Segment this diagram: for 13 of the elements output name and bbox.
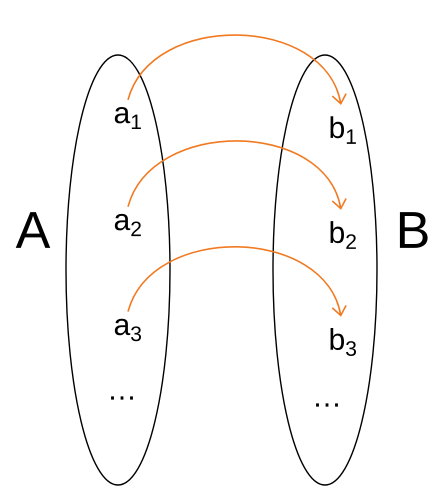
arrow bbox=[127, 246, 347, 317]
element-label: b$_{3}$ bbox=[330, 328, 356, 356]
element-label: … bbox=[316, 403, 338, 407]
element-label: a$_{2}$ bbox=[114, 214, 141, 236]
arrow bbox=[127, 34, 347, 105]
arrow bbox=[127, 140, 347, 210]
set-label: A bbox=[16, 212, 50, 248]
element-label: a$_{1}$ bbox=[114, 107, 141, 130]
element-label: b$_{2}$ bbox=[330, 221, 356, 249]
element-label: a$_{3}$ bbox=[114, 318, 141, 342]
element-label: b$_{1}$ bbox=[330, 116, 356, 144]
element-label: … bbox=[111, 396, 133, 400]
set-label: B bbox=[400, 212, 428, 248]
